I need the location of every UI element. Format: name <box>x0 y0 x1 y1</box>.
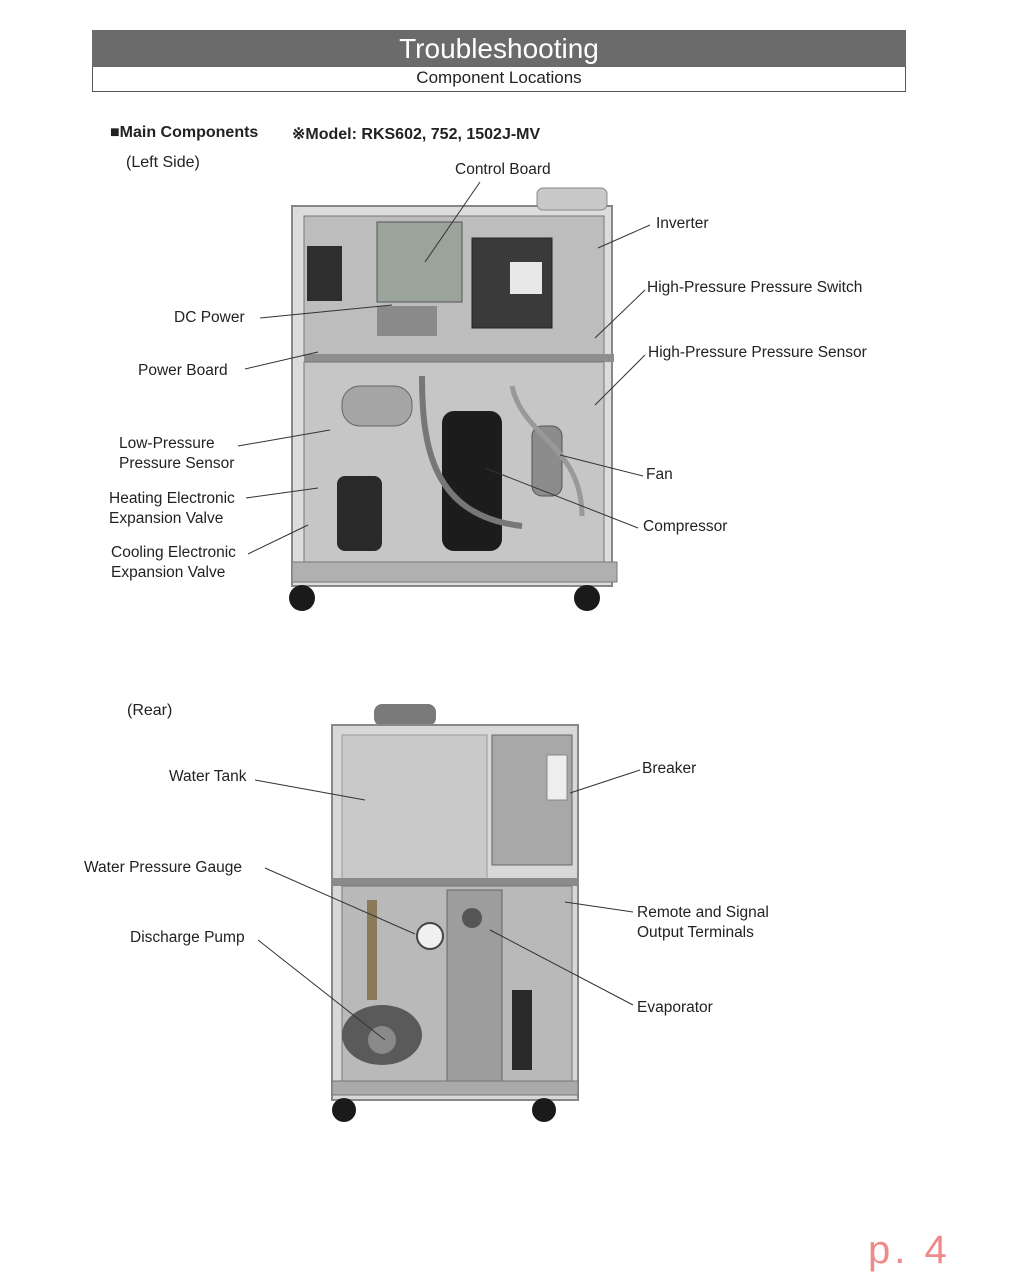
callout-water-gauge: Water Pressure Gauge <box>84 859 242 876</box>
rear-photo <box>331 704 579 1122</box>
callout-cooling-valve-line1: Cooling Electronic <box>111 544 236 561</box>
callout-lp-sensor-line1: Low-Pressure <box>119 435 215 452</box>
callout-remote-terminals: Remote and Signal Output Terminals <box>637 903 769 943</box>
callout-control-board: Control Board <box>455 161 551 178</box>
page-title: Troubleshooting <box>92 30 906 67</box>
callout-remote-line2: Output Terminals <box>637 924 754 941</box>
callout-breaker: Breaker <box>642 760 697 777</box>
callout-power-board: Power Board <box>138 362 228 379</box>
callout-dc-power: DC Power <box>174 309 245 326</box>
callout-evaporator: Evaporator <box>637 999 713 1016</box>
callout-heating-valve: Heating Electronic Expansion Valve <box>109 489 235 529</box>
callout-cooling-valve-line2: Expansion Valve <box>111 564 226 581</box>
callout-lp-sensor-line2: Pressure Sensor <box>119 455 235 472</box>
page-subtitle: Component Locations <box>92 67 906 92</box>
page-number: p. 4 <box>868 1228 951 1272</box>
callout-water-tank: Water Tank <box>169 768 247 785</box>
model-label: ※Model: RKS602, 752, 1502J-MV <box>292 126 541 143</box>
callout-heating-valve-line2: Expansion Valve <box>109 510 224 527</box>
callout-cooling-valve: Cooling Electronic Expansion Valve <box>111 543 236 583</box>
callout-lp-sensor: Low-Pressure Pressure Sensor <box>119 434 234 474</box>
left-side-photo <box>289 187 618 611</box>
section-heading: ■Main Components <box>110 124 259 141</box>
callout-compressor: Compressor <box>643 518 728 535</box>
callout-hp-sensor: High-Pressure Pressure Sensor <box>648 344 867 361</box>
callout-inverter: Inverter <box>656 215 709 232</box>
rear-label: (Rear) <box>127 702 173 719</box>
left-side-label: (Left Side) <box>126 154 200 171</box>
callout-remote-line1: Remote and Signal <box>637 904 769 921</box>
callout-fan: Fan <box>646 466 673 483</box>
callout-hp-switch: High-Pressure Pressure Switch <box>647 279 863 296</box>
callout-heating-valve-line1: Heating Electronic <box>109 490 235 507</box>
callout-discharge-pump: Discharge Pump <box>130 929 245 946</box>
